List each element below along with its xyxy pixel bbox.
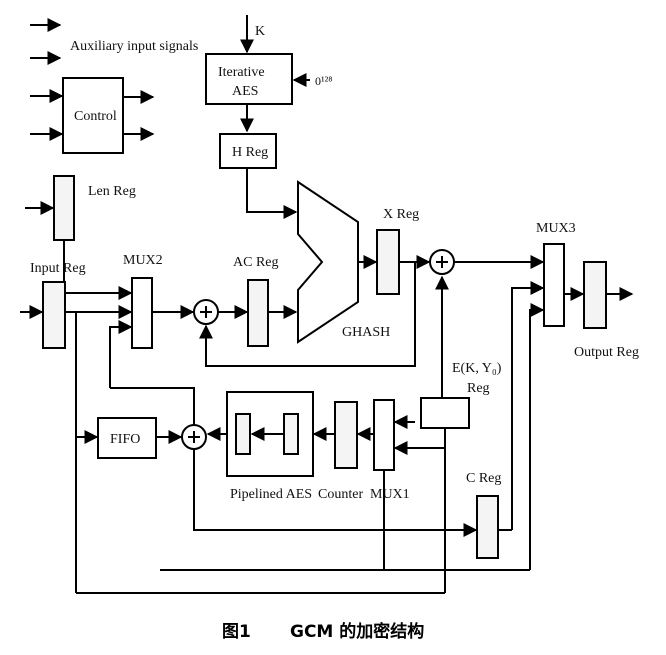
input-reg-block — [42, 281, 66, 349]
fifo-label: FIFO — [110, 432, 140, 447]
fifo-block — [97, 417, 157, 459]
x-feedback-line — [199, 262, 416, 367]
k-label: K — [255, 24, 265, 39]
mux1-block — [373, 399, 395, 471]
auxiliary-input-arrows — [30, 18, 62, 65]
ghash-block — [297, 180, 359, 344]
ac-reg-block — [247, 279, 269, 347]
auxiliary-input-label: Auxiliary input signals — [70, 39, 198, 54]
x-reg-label: X Reg — [383, 207, 419, 222]
control-label: Control — [74, 109, 117, 124]
counter-label: Counter — [318, 487, 363, 502]
iterative-aes-label-line2: AES — [232, 84, 258, 99]
c-reg-label: C Reg — [466, 471, 501, 486]
c-to-mux3-line — [511, 281, 545, 530]
output-reg-block — [583, 261, 607, 329]
c-reg-block — [476, 495, 499, 559]
iterative-aes-block — [205, 53, 293, 105]
mux3-label: MUX3 — [536, 221, 576, 236]
mux1-label: MUX1 — [370, 487, 410, 502]
x-reg-block — [376, 229, 400, 295]
bottom-to-mux3-line — [529, 303, 545, 570]
ek-y-label-line1: E(K, Y₀) — [452, 361, 502, 376]
mux2-label: MUX2 — [123, 253, 163, 268]
figure-number: 图1 — [222, 622, 251, 642]
xor-lower-to-mux2-line — [110, 387, 195, 425]
ek-y-label-line2: Reg — [467, 381, 490, 396]
ek-y-reg-block — [420, 397, 470, 429]
pipelined-aes-stage2 — [283, 413, 299, 455]
xor-lower-to-c-line — [193, 449, 478, 537]
pipelined-aes-stage1 — [235, 413, 251, 455]
counter-block — [334, 401, 358, 469]
feedback-to-mux2-line — [109, 320, 133, 388]
output-reg-label: Output Reg — [574, 345, 639, 360]
ghash-label: GHASH — [342, 325, 390, 340]
mux3-block — [543, 243, 565, 327]
input-reg-label: Input Reg — [30, 261, 86, 276]
len-reg-label: Len Reg — [88, 184, 136, 199]
zero-128-label: 0¹²⁸ — [315, 74, 332, 88]
pipelined-aes-label: Pipelined AES — [230, 487, 312, 502]
iterative-aes-label-line1: Iterative — [218, 65, 265, 80]
control-block — [30, 77, 155, 154]
h-reg-label: H Reg — [232, 145, 268, 160]
len-reg-block — [53, 175, 75, 241]
mux2-block — [131, 277, 153, 349]
figure-caption: GCM 的加密结构 — [290, 621, 424, 642]
ac-reg-label: AC Reg — [233, 255, 279, 270]
h-to-ghash-line — [246, 168, 298, 219]
